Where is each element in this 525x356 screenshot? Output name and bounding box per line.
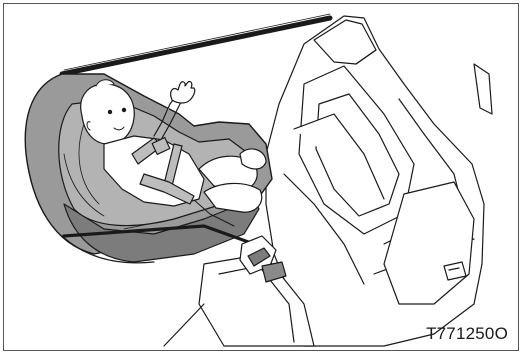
figure-code: T771250O — [426, 324, 508, 344]
illustration-frame: T771250O — [3, 3, 519, 351]
top-tether-strap — [62, 18, 330, 74]
child-seat-illustration — [4, 4, 519, 351]
